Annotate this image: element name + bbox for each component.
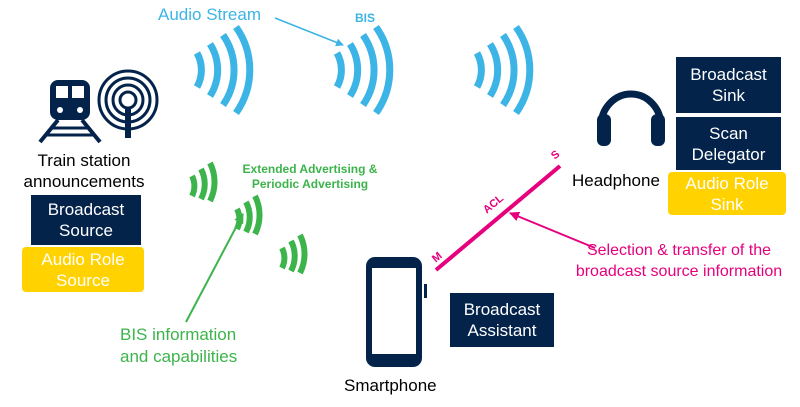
selection-transfer-label: Selection & transfer of the broadcast so… bbox=[575, 242, 783, 280]
broadcast-source-box: Broadcast Source bbox=[31, 195, 141, 245]
broadcast-antenna-icon bbox=[97, 69, 159, 138]
audio-stream-arrow bbox=[274, 17, 344, 47]
train-station-label: Train station announcements bbox=[23, 151, 145, 191]
audio-wave-icon bbox=[193, 24, 254, 116]
smartphone-icon bbox=[366, 257, 427, 367]
audio-wave-icon bbox=[333, 24, 394, 116]
selection-arrow bbox=[509, 211, 596, 249]
scan-delegator-box: Scan Delegator bbox=[676, 117, 781, 170]
advertising-wave-icon bbox=[279, 233, 308, 275]
headphone-label: Headphone bbox=[572, 171, 660, 190]
audio-wave-icon bbox=[473, 24, 534, 116]
extended-advertising-label: Extended Advertising & Periodic Advertis… bbox=[242, 162, 378, 191]
audio-role-sink-box: Audio Role Sink bbox=[668, 172, 786, 215]
broadcast-assistant-label: Broadcast Assistant bbox=[463, 300, 541, 340]
scan-delegator-label: Scan Delegator bbox=[691, 123, 766, 164]
audio-stream-label: Audio Stream bbox=[158, 5, 261, 24]
advertising-wave-icon bbox=[234, 194, 263, 236]
bis-label: BIS bbox=[355, 11, 376, 25]
train-icon bbox=[38, 80, 102, 144]
headphones-icon bbox=[597, 90, 665, 146]
audio-role-source-label: Audio Role Source bbox=[41, 249, 125, 290]
audio-role-sink-label: Audio Role Sink bbox=[685, 173, 769, 214]
advertising-wave-icon bbox=[189, 161, 218, 203]
bis-info-label: BIS information and capabilities bbox=[120, 325, 238, 366]
broadcast-source-label: Broadcast Source bbox=[47, 200, 125, 240]
broadcast-assistant-box: Broadcast Assistant bbox=[450, 293, 554, 347]
audio-role-source-box: Audio Role Source bbox=[22, 247, 144, 292]
broadcast-sink-label: Broadcast Sink bbox=[690, 65, 767, 105]
bis-info-arrow bbox=[185, 213, 244, 323]
acl-link bbox=[434, 164, 562, 272]
smartphone-label: Smartphone bbox=[344, 376, 437, 395]
broadcast-sink-box: Broadcast Sink bbox=[676, 57, 781, 113]
